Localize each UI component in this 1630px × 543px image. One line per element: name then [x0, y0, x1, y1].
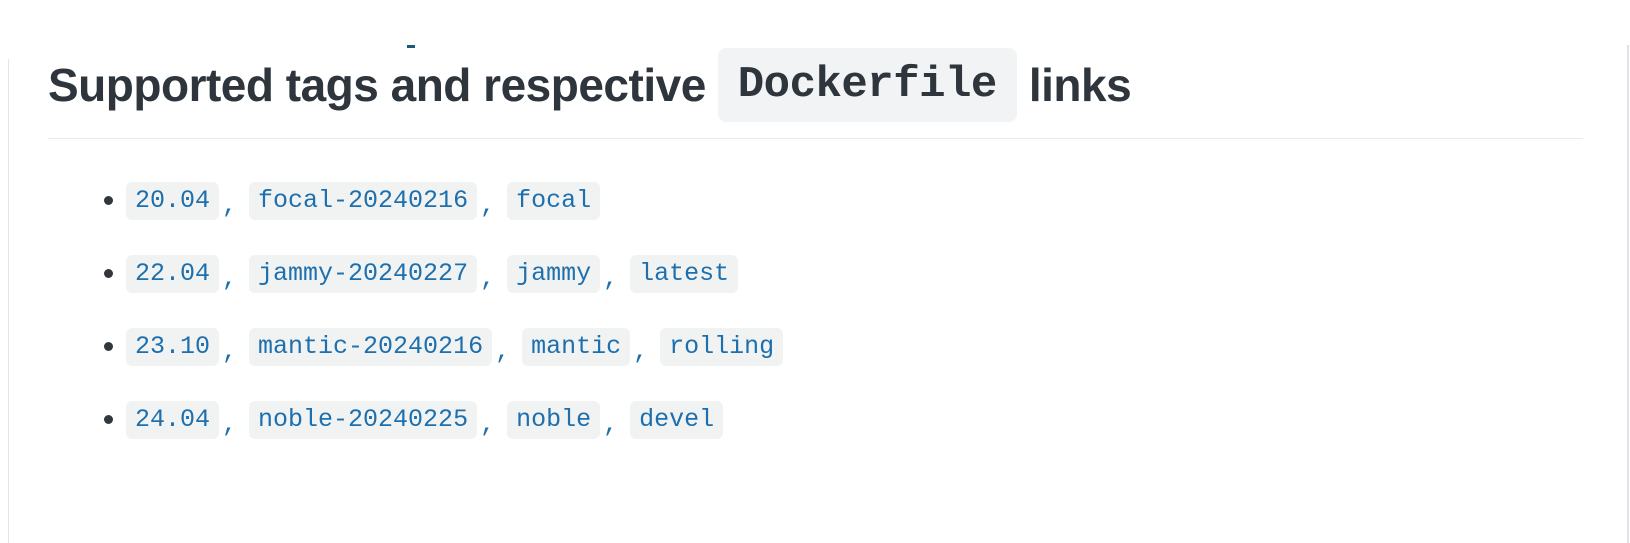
clipped-content-fragment: [407, 45, 415, 48]
bullet-icon: [104, 342, 113, 351]
tag-link[interactable]: jammy: [507, 254, 601, 293]
tag-link[interactable]: mantic: [522, 327, 631, 366]
dockerfile-code-chip: Dockerfile: [717, 48, 1017, 122]
tag-separator: ,: [222, 191, 238, 220]
tag-separator: ,: [480, 191, 496, 220]
tag-link[interactable]: 24.04: [126, 400, 220, 439]
tag-separator: ,: [495, 337, 511, 366]
tag-separator: ,: [633, 337, 649, 366]
tag-separator: ,: [603, 264, 619, 293]
bullet-icon: [104, 196, 113, 205]
bullet-icon: [104, 415, 113, 424]
tag-link[interactable]: focal: [507, 181, 601, 220]
tag-link[interactable]: 20.04: [126, 181, 220, 220]
tag-link[interactable]: 22.04: [126, 254, 220, 293]
tag-separator: ,: [222, 337, 238, 366]
tag-separator: ,: [480, 410, 496, 439]
page-title-prefix: Supported tags and respective: [48, 59, 706, 111]
tag-link[interactable]: 23.10: [126, 327, 220, 366]
tag-link[interactable]: focal-20240216: [249, 181, 478, 220]
tag-row: 24.04,noble-20240225,noble,devel: [104, 400, 1583, 439]
heading-divider: [48, 138, 1583, 139]
tag-link[interactable]: devel: [630, 400, 724, 439]
card-right-border: [1627, 45, 1629, 543]
tag-link[interactable]: noble-20240225: [249, 400, 478, 439]
tag-link[interactable]: latest: [630, 254, 739, 293]
tag-separator: ,: [603, 410, 619, 439]
tag-row: 20.04,focal-20240216,focal: [104, 181, 1583, 220]
tag-separator: ,: [222, 264, 238, 293]
tag-link[interactable]: noble: [507, 400, 601, 439]
tag-link[interactable]: mantic-20240216: [249, 327, 493, 366]
tag-link[interactable]: jammy-20240227: [249, 254, 478, 293]
bullet-icon: [104, 269, 113, 278]
tag-separator: ,: [222, 410, 238, 439]
page-title-suffix: links: [1028, 59, 1132, 111]
tag-link[interactable]: rolling: [660, 327, 784, 366]
card-left-border: [8, 59, 9, 543]
tag-separator: ,: [480, 264, 496, 293]
tag-row: 22.04,jammy-20240227,jammy,latest: [104, 254, 1583, 293]
tag-row: 23.10,mantic-20240216,mantic,rolling: [104, 327, 1583, 366]
